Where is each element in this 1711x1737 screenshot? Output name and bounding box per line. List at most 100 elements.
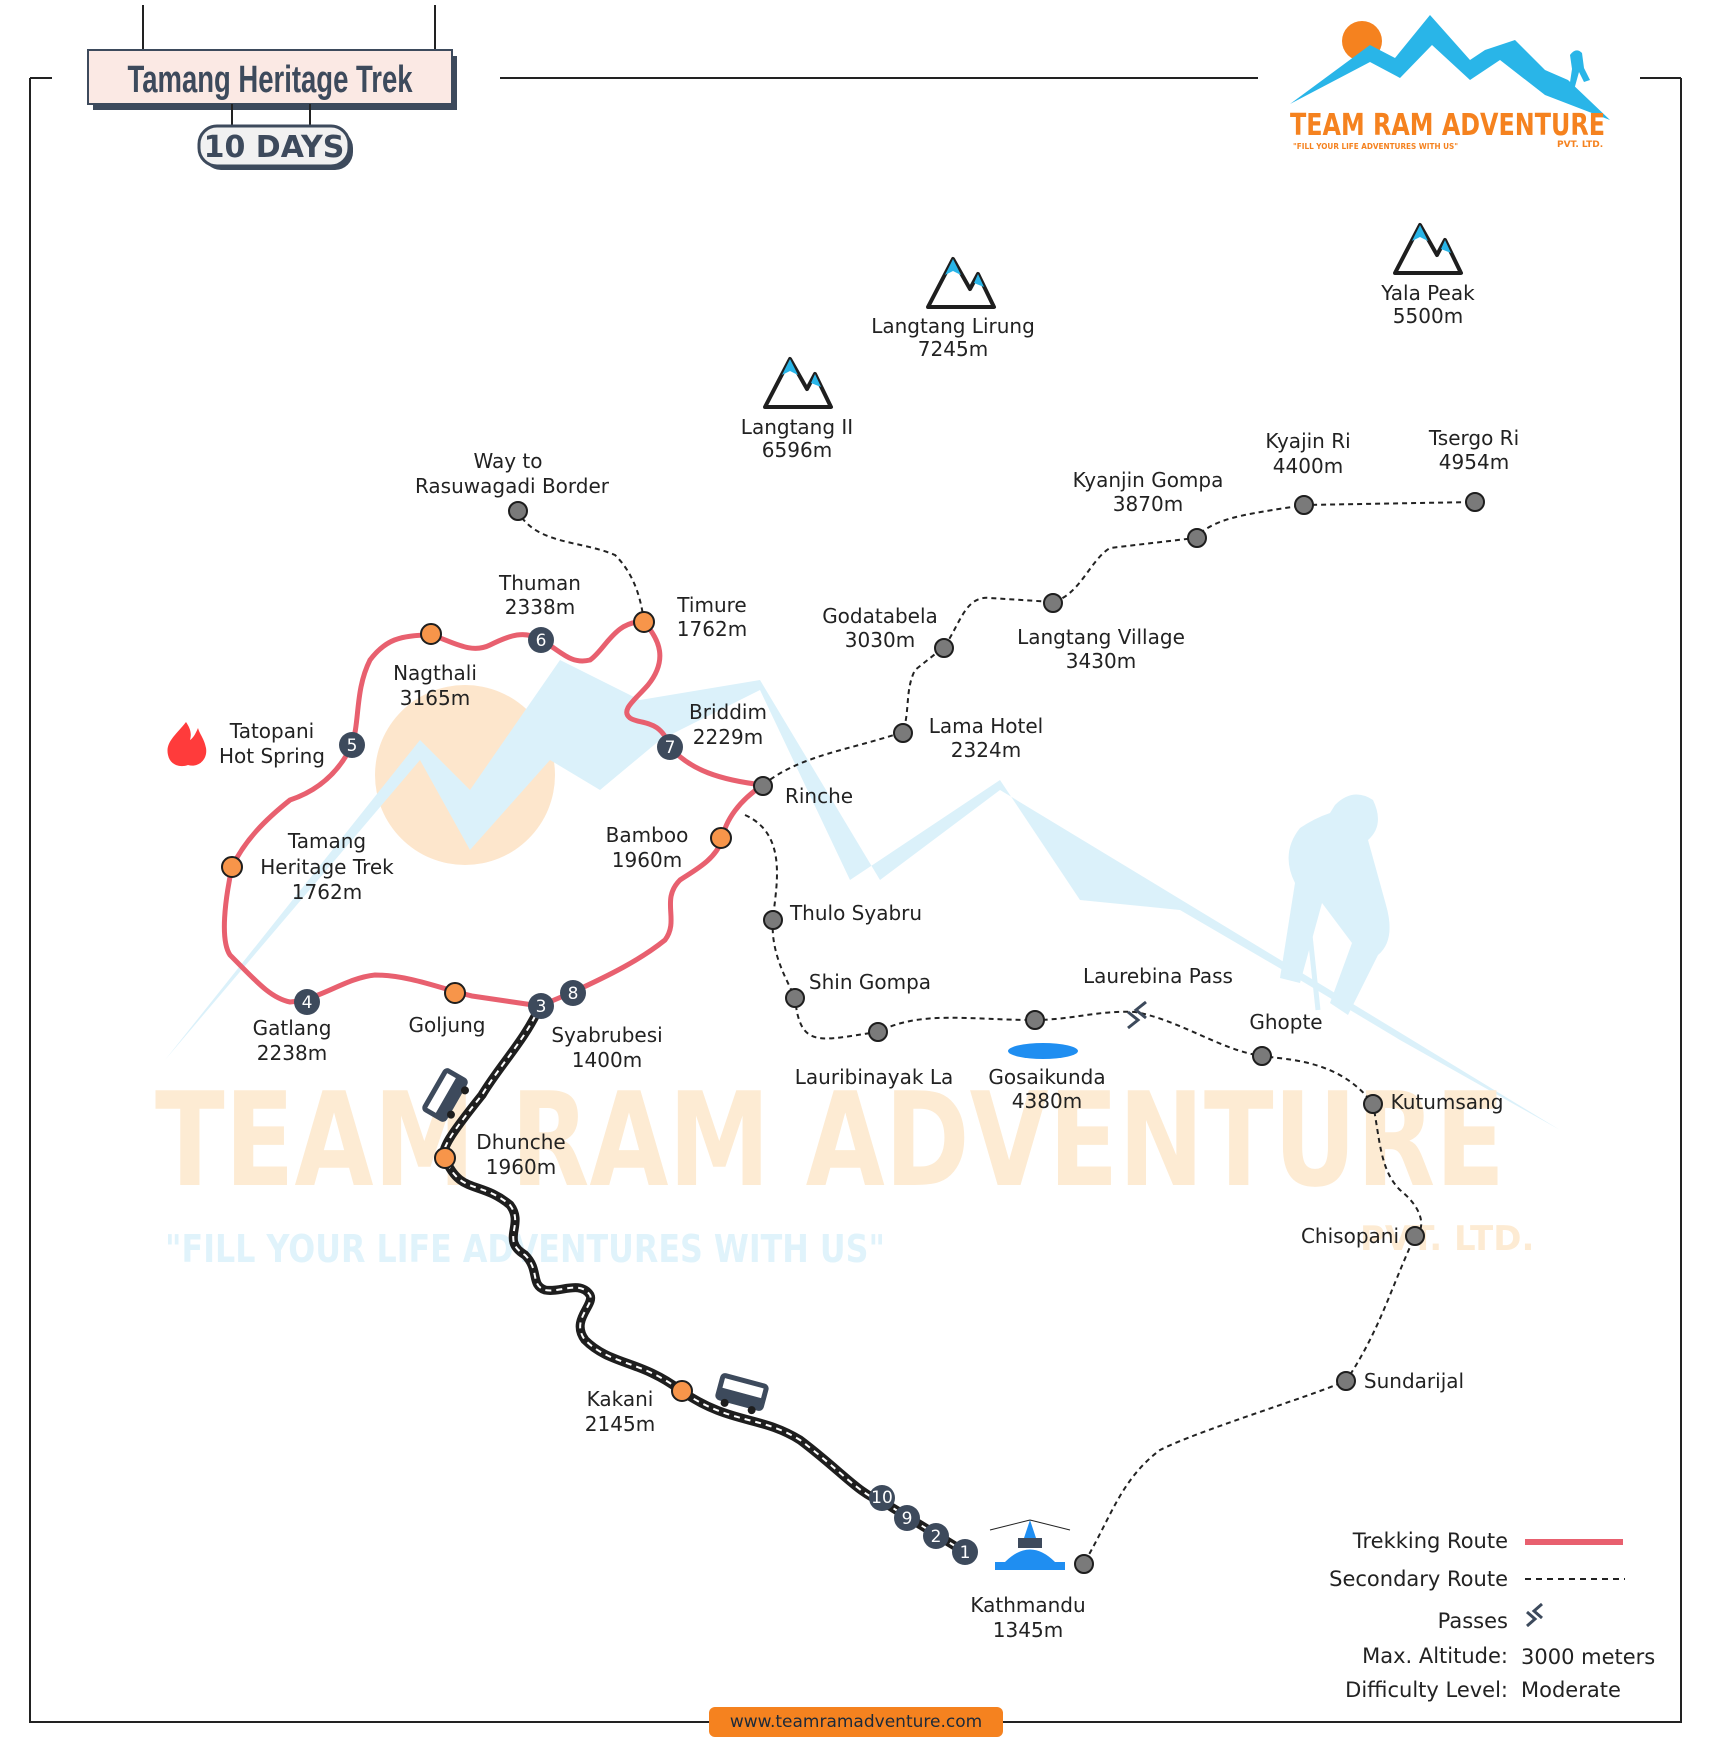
stop-gosaikunda (1025, 1010, 1045, 1030)
stop-kathmandu-east (1074, 1554, 1094, 1574)
place-altitude: 1345m (993, 1618, 1063, 1642)
day-marker-8: 8 (560, 980, 586, 1006)
place-name: Hot Spring (219, 744, 325, 768)
svg-text:9: 9 (902, 1509, 913, 1529)
peak-altitude: 5500m (1393, 304, 1463, 328)
stop-ghopte (1252, 1046, 1272, 1066)
place-labels: Langtang Lirung 7245m Langtang II 6596m … (219, 281, 1519, 1642)
logo-hiker-icon (1569, 50, 1590, 90)
peak-name: Langtang Lirung (871, 314, 1035, 338)
mountain-icon (1393, 223, 1463, 275)
place-name: Bamboo (606, 823, 689, 847)
place-name: Syabrubesi (551, 1023, 662, 1047)
duration-badge: 10 DAYS (204, 130, 345, 165)
legend: Trekking Route Secondary Route Passes Ma… (1329, 1529, 1655, 1702)
logo-name: TEAM RAM ADVENTURE (1290, 108, 1605, 143)
website-footer[interactable]: www.teamramadventure.com (709, 1707, 1003, 1737)
stop-langtang-village (1043, 593, 1063, 613)
bus-icon (422, 1068, 469, 1122)
place-name: Tatopani (229, 719, 314, 743)
place-name: Godatabela (822, 604, 938, 628)
day-marker-7: 7 (657, 734, 683, 760)
day-marker-2: 2 (923, 1523, 949, 1549)
place-name: Tamang (287, 829, 366, 853)
logo-mountains (1290, 15, 1610, 120)
laurebina-pass-icon (1127, 1000, 1147, 1030)
svg-text:4: 4 (302, 993, 313, 1013)
place-altitude: 1960m (486, 1155, 556, 1179)
route-east-loop (537, 782, 766, 1009)
route-west-loop (221, 619, 766, 1009)
place-altitude: 1762m (292, 880, 362, 904)
place-altitude: 1762m (677, 617, 747, 641)
website-link[interactable]: www.teamramadventure.com (730, 1712, 982, 1732)
stop-rinche (753, 776, 773, 796)
place-altitude: 3430m (1066, 649, 1136, 673)
place-altitude: 3030m (845, 628, 915, 652)
place-name: Kutumsang (1391, 1090, 1504, 1114)
trekking-route (221, 619, 766, 1009)
place-altitude: 4380m (1012, 1089, 1082, 1113)
day-marker-1: 1 (952, 1539, 978, 1565)
stop-shin-gompa (785, 988, 805, 1008)
stop-kyanjin-gompa (1187, 528, 1207, 548)
logo-tagline: "FILL YOUR LIFE ADVENTURES WITH US" (1293, 142, 1458, 151)
place-name: Kyanjin Gompa (1073, 468, 1224, 492)
svg-text:8: 8 (568, 984, 579, 1004)
pass-icon (1526, 1602, 1543, 1628)
stupa-icon (989, 1519, 1071, 1570)
stop-bamboo (710, 827, 732, 849)
watermark-tagline: "FILL YOUR LIFE ADVENTURES WITH US" (165, 1227, 885, 1271)
peak-altitude: 6596m (762, 438, 832, 462)
place-name: Timure (676, 593, 746, 617)
gosaikunda-lake (1008, 1043, 1078, 1059)
svg-text:3: 3 (536, 997, 547, 1017)
place-altitude: 3870m (1113, 492, 1183, 516)
day-marker-5: 5 (339, 732, 365, 758)
stop-chisopani (1405, 1226, 1425, 1246)
svg-text:2: 2 (931, 1527, 942, 1547)
svg-text:1: 1 (960, 1543, 971, 1563)
place-name: Goljung (409, 1013, 486, 1037)
place-name: Dhunche (476, 1130, 565, 1154)
stop-way-to-border (508, 501, 528, 521)
place-name: Tsergo Ri (1428, 426, 1519, 450)
place-name: Rinche (785, 784, 853, 808)
legend-difficulty-label: Difficulty Level: (1345, 1678, 1508, 1702)
stop-lama-hotel (893, 723, 913, 743)
svg-text:10: 10 (871, 1488, 893, 1508)
watermark-sun (375, 685, 555, 865)
stop-godatabela (934, 638, 954, 658)
place-name: Gosaikunda (988, 1065, 1105, 1089)
svg-text:5: 5 (347, 736, 358, 756)
place-name: Thulo Syabru (789, 901, 922, 925)
stop-goljung (444, 982, 466, 1004)
day-marker-9: 9 (894, 1505, 920, 1531)
place-name: Way to (473, 449, 542, 473)
place-name: Rasuwagadi Border (415, 474, 610, 498)
stop-timure (633, 611, 655, 633)
grey-stops (508, 492, 1485, 1574)
legend-max-altitude-value: 3000 meters (1521, 1645, 1655, 1669)
legend-difficulty-value: Moderate (1521, 1678, 1621, 1702)
place-name: Kyajin Ri (1265, 429, 1350, 453)
place-name: Heritage Trek (260, 855, 394, 879)
place-name: Kathmandu (970, 1593, 1085, 1617)
place-name: Chisopani (1301, 1224, 1399, 1248)
place-altitude: 1960m (612, 848, 682, 872)
company-logo: TEAM RAM ADVENTURE PVT. LTD. "FILL YOUR … (1290, 15, 1610, 151)
watermark-name: TEAM RAM ADVENTURE (155, 1064, 1505, 1216)
stop-tsergo-ri (1465, 492, 1485, 512)
fire-icon (167, 722, 207, 767)
legend-trekking-route-label: Trekking Route (1352, 1529, 1508, 1553)
watermark-range (165, 660, 1560, 1130)
place-name: Laurebina Pass (1083, 964, 1233, 988)
place-name: Thuman (498, 571, 581, 595)
place-altitude: 2338m (505, 595, 575, 619)
stop-sundarijal (1336, 1371, 1356, 1391)
place-name: Lauribinayak La (795, 1065, 953, 1089)
legend-passes-label: Passes (1438, 1609, 1508, 1633)
peak-name: Yala Peak (1380, 281, 1475, 305)
bus-icon (715, 1373, 769, 1415)
stop-kutumsang (1363, 1094, 1383, 1114)
